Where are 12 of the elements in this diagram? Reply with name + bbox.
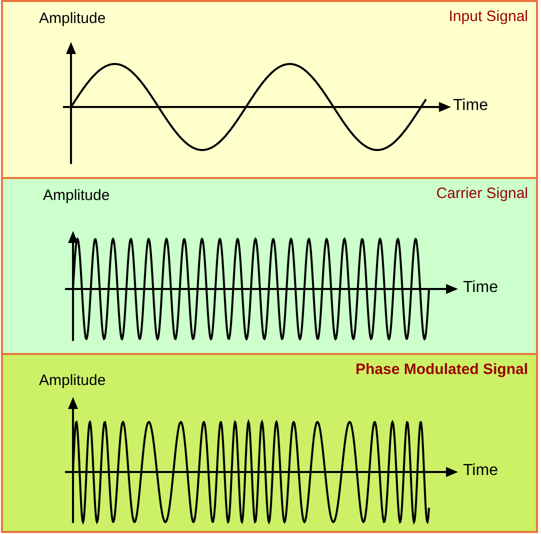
- signal-panel: [1, 0, 538, 179]
- axis-label: Amplitude: [43, 187, 110, 204]
- signal-panel: [1, 177, 538, 355]
- axis-label: Time: [463, 462, 498, 480]
- panel-title: Phase Modulated Signal: [355, 361, 528, 378]
- axis-label: Time: [453, 97, 488, 115]
- axis-label: Time: [463, 279, 498, 297]
- axis-label: Amplitude: [39, 372, 106, 389]
- axis-label: Amplitude: [39, 10, 106, 27]
- signal-panel: [1, 353, 538, 533]
- panel-title: Input Signal: [448, 8, 528, 25]
- panel-title: Carrier Signal: [436, 185, 528, 202]
